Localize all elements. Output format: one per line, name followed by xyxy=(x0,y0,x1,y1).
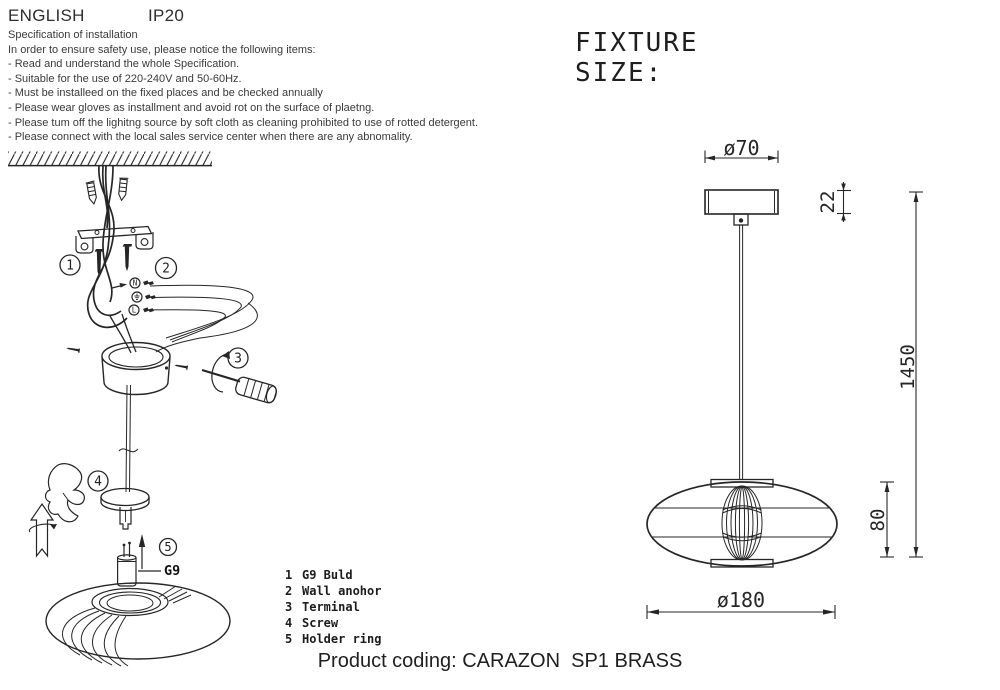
parts-list-item: 1 G9 Buld xyxy=(285,567,381,583)
spec-item: - Please connect with the local sales se… xyxy=(8,131,413,144)
wire-arrow xyxy=(111,283,127,289)
dim-shade-diameter xyxy=(646,605,836,619)
part-name: Screw xyxy=(302,616,339,630)
step-circle-3: 3 xyxy=(227,347,249,369)
fixture-size-heading: FIXTURE SIZE: xyxy=(575,28,699,88)
spec-intro: In order to ensure safety use, please no… xyxy=(8,43,316,56)
installation-spec-text: Specification of installation In order t… xyxy=(8,28,548,145)
parts-list-item: 3 Terminal xyxy=(285,599,381,615)
step-number: 5 xyxy=(164,540,171,554)
dim-label-shade-diameter: ø180 xyxy=(716,588,766,612)
dim-canopy-diameter xyxy=(704,150,779,163)
lamp-shade-3d xyxy=(45,582,231,667)
part-number: 5 xyxy=(285,632,293,646)
dim-label-canopy-diameter: ø70 xyxy=(723,136,760,160)
suspension-stem xyxy=(118,384,139,493)
fixture-dimension-drawing xyxy=(646,150,923,619)
holder-ring xyxy=(100,487,150,530)
spec-item: - Please tum off the lighitng source by … xyxy=(8,116,479,129)
part-number: 4 xyxy=(285,616,293,630)
parts-list: 1 G9 Buld 2 Wall anohor 3 Terminal 4 Scr… xyxy=(285,567,381,647)
part-name: Holder ring xyxy=(302,632,382,646)
ceiling-hatch xyxy=(8,151,212,167)
ip-rating-label: IP20 xyxy=(148,6,185,25)
spec-item: - Suitable for the use of 220-240V and 5… xyxy=(8,72,242,85)
dim-canopy-height xyxy=(837,182,851,222)
canopy-outline xyxy=(704,189,779,226)
earth-icon xyxy=(134,293,140,300)
screwdriver-icon xyxy=(201,351,277,404)
spec-item: - Must be installeed on the fixed places… xyxy=(8,87,323,100)
neutral-label: N xyxy=(133,279,138,288)
spec-item: - Please wear gloves as installment and … xyxy=(8,101,375,114)
part-number: 1 xyxy=(285,568,293,582)
suspension-cable xyxy=(739,225,744,480)
spec-title: Specification of installation xyxy=(8,29,138,41)
terminal-block: N L xyxy=(111,277,156,316)
parts-list-item: 2 Wall anohor xyxy=(285,583,381,599)
part-number: 3 xyxy=(285,600,293,614)
part-number: 2 xyxy=(285,584,293,598)
rotate-up-arrow-icon xyxy=(28,502,57,558)
step-circle-2: 2 xyxy=(154,256,178,280)
dim-shade-height xyxy=(880,481,894,558)
part-name: G9 Buld xyxy=(302,568,353,582)
inner-cage xyxy=(721,485,763,561)
step-circle-4: 4 xyxy=(87,470,109,492)
spec-item: - Read and understand the whole Specific… xyxy=(8,58,240,71)
dim-label-drop-length: 1450 xyxy=(897,344,919,390)
part-name: Terminal xyxy=(302,600,360,614)
mounting-bracket xyxy=(75,225,154,254)
step-circle-1: 1 xyxy=(59,254,81,276)
step-number: 2 xyxy=(162,262,170,277)
fixture-wires xyxy=(148,284,258,353)
live-label: L xyxy=(132,306,137,315)
parts-list-item: 5 Holder ring xyxy=(285,631,381,647)
installation-diagram: 1 2 3 4 5 N xyxy=(8,151,277,667)
insert-arrow-icon xyxy=(138,534,146,569)
step-number: 4 xyxy=(94,475,102,490)
step-number: 1 xyxy=(66,259,74,274)
parts-list-item: 4 Screw xyxy=(285,615,381,631)
shade-outline xyxy=(646,478,838,568)
part-name: Wall anohor xyxy=(302,584,382,598)
product-coding: Product coding: CARAZON SP1 BRASS xyxy=(317,650,683,672)
step-circle-5: 5 xyxy=(158,537,178,557)
ceiling-wires xyxy=(86,165,128,329)
g9-bulb-label: G9 xyxy=(164,563,181,579)
dim-drop-length xyxy=(909,191,923,558)
hand-icon xyxy=(44,463,85,523)
g9-bulb-icon xyxy=(117,541,161,587)
dim-label-shade-height: 80 xyxy=(867,508,889,532)
step-number: 3 xyxy=(234,352,242,367)
canopy-cup xyxy=(101,313,171,396)
dim-label-canopy-height: 22 xyxy=(817,190,839,214)
language-label: ENGLISH xyxy=(8,6,85,25)
